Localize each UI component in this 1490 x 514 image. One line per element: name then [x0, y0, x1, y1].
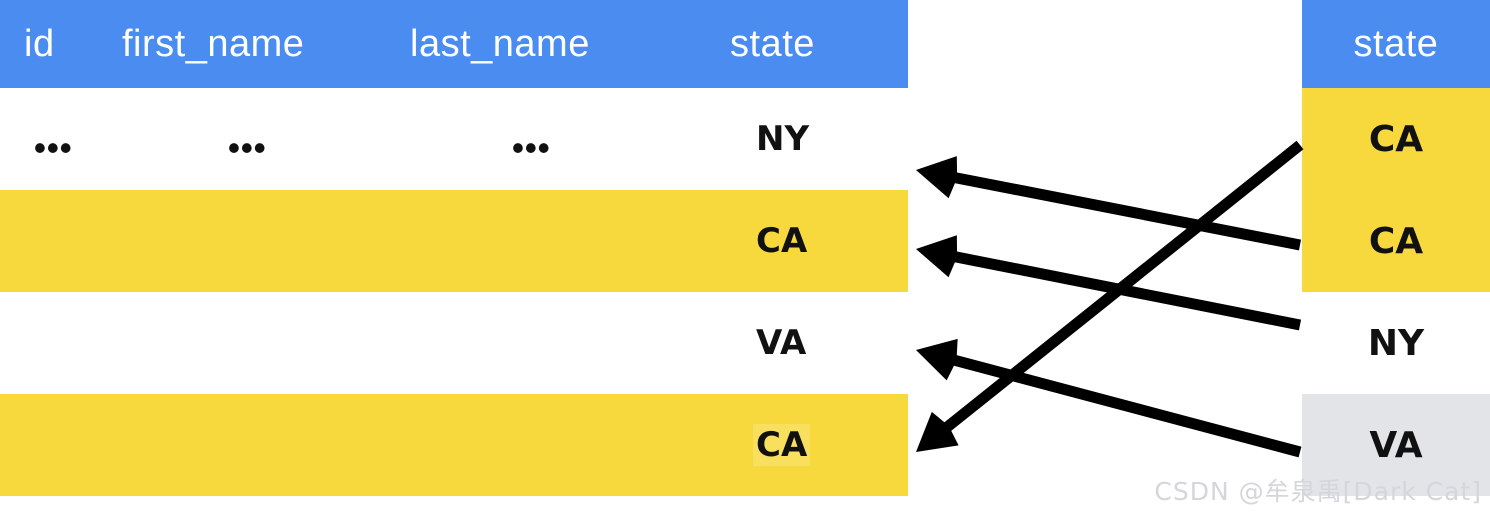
left-table: id first_name last_name state ••• ••• ••…	[0, 0, 908, 514]
csdn-watermark: CSDN @牟泉禹[Dark Cat]	[1154, 477, 1482, 506]
arrow-ca1-to-lastrow-shaft	[939, 140, 1304, 435]
column-header-last-name: last_name	[410, 22, 590, 65]
column-header-state: state	[730, 22, 815, 65]
cell-state: CA	[1368, 220, 1424, 262]
table-row[interactable]: VA	[1302, 394, 1490, 496]
cell-state: NY	[756, 119, 810, 159]
right-table-header-row: state	[1302, 0, 1490, 88]
cell-last-name: •••	[512, 129, 551, 168]
table-row[interactable]: CA	[0, 394, 908, 496]
arrow-ny-to-carow-head	[916, 235, 958, 278]
table-row[interactable]: CA	[1302, 88, 1490, 190]
arrow-ny-to-carow-shaft	[948, 250, 1302, 331]
column-header-id: id	[24, 22, 55, 65]
cell-state: VA	[1369, 424, 1423, 466]
column-header-state: state	[1353, 22, 1439, 65]
table-row[interactable]: CA	[0, 190, 908, 292]
arrow-va-to-varow-shaft	[947, 353, 1302, 458]
right-table: state CA CA NY VA	[1302, 0, 1490, 514]
left-table-body: ••• ••• ••• NY CA VA CA	[0, 88, 908, 514]
cell-state: CA	[1368, 118, 1424, 160]
arrow-ca2-to-nyrow-shaft	[948, 171, 1302, 251]
cell-state: CA	[756, 221, 808, 261]
table-row[interactable]: NY	[1302, 292, 1490, 394]
arrow-va-to-varow-head	[916, 338, 958, 381]
cell-first-name: •••	[228, 129, 267, 168]
cell-state: NY	[1367, 322, 1425, 364]
right-table-body: CA CA NY VA	[1302, 88, 1490, 514]
table-row[interactable]: VA	[0, 292, 908, 394]
table-row[interactable]: CA	[1302, 190, 1490, 292]
column-header-first-name: first_name	[122, 22, 305, 65]
cell-state: CA	[753, 424, 811, 466]
left-table-header-row: id first_name last_name state	[0, 0, 908, 88]
cell-id: •••	[34, 129, 73, 168]
table-row[interactable]: ••• ••• ••• NY	[0, 88, 908, 190]
arrow-ca1-to-lastrow-head	[916, 411, 959, 452]
arrow-ca2-to-nyrow-head	[916, 156, 958, 199]
cell-state: VA	[756, 323, 807, 363]
